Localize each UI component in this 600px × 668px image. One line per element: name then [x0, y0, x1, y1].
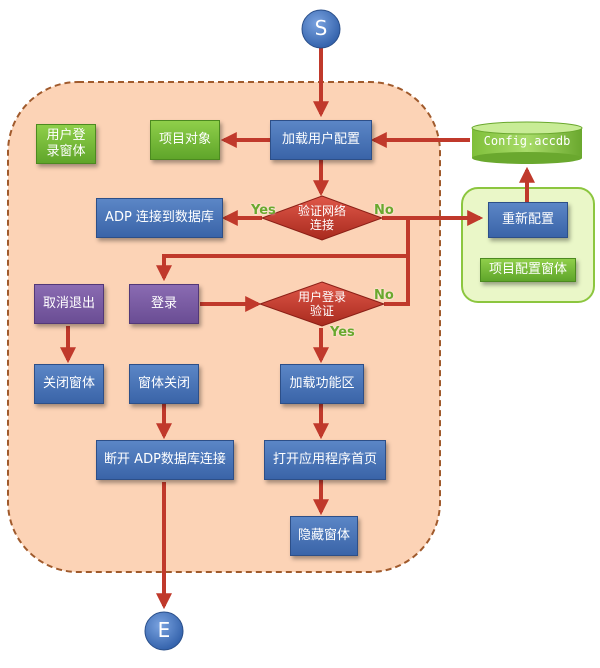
project-object-node: 项目对象 — [150, 120, 220, 160]
no-label-user: No — [374, 288, 394, 303]
hide-window-node: 隐藏窗体 — [290, 516, 358, 556]
end-terminal — [144, 611, 184, 651]
close-window-node: 关闭窗体 — [34, 364, 104, 404]
verify-network-diamond — [260, 195, 384, 241]
login-window-title: 用户登录窗体 — [36, 124, 96, 164]
database-cylinder — [471, 121, 583, 164]
open-home-node: 打开应用程序首页 — [264, 440, 386, 480]
arrow-to-login — [156, 218, 410, 282]
db-label: Config.accdb — [483, 134, 571, 148]
verify-user-text: 用户登录验证 — [297, 290, 346, 318]
config-window-title: 项目配置窗体 — [480, 258, 576, 282]
no-label-network: No — [374, 203, 394, 218]
login-node: 登录 — [129, 284, 199, 324]
verify-network-text: 验证网络连接 — [297, 204, 346, 232]
cancel-exit-node: 取消退出 — [34, 284, 104, 324]
arrow-verify-user-no — [384, 256, 410, 306]
window-closed-node: 窗体关闭 — [129, 364, 199, 404]
yes-label-user: Yes — [330, 325, 355, 340]
verify-user-diamond — [258, 281, 386, 327]
yes-label-network: Yes — [251, 203, 276, 218]
adp-connect-node: ADP 连接到数据库 — [96, 198, 223, 238]
load-config-node: 加载用户配置 — [270, 120, 372, 160]
reconfig-node: 重新配置 — [488, 202, 568, 238]
load-function-area-node: 加载功能区 — [280, 364, 364, 404]
start-label: S — [314, 16, 328, 40]
disconnect-adp-node: 断开 ADP数据库连接 — [96, 440, 234, 480]
start-terminal — [301, 9, 341, 49]
flow-arrows — [60, 46, 535, 610]
end-label: E — [157, 618, 171, 642]
